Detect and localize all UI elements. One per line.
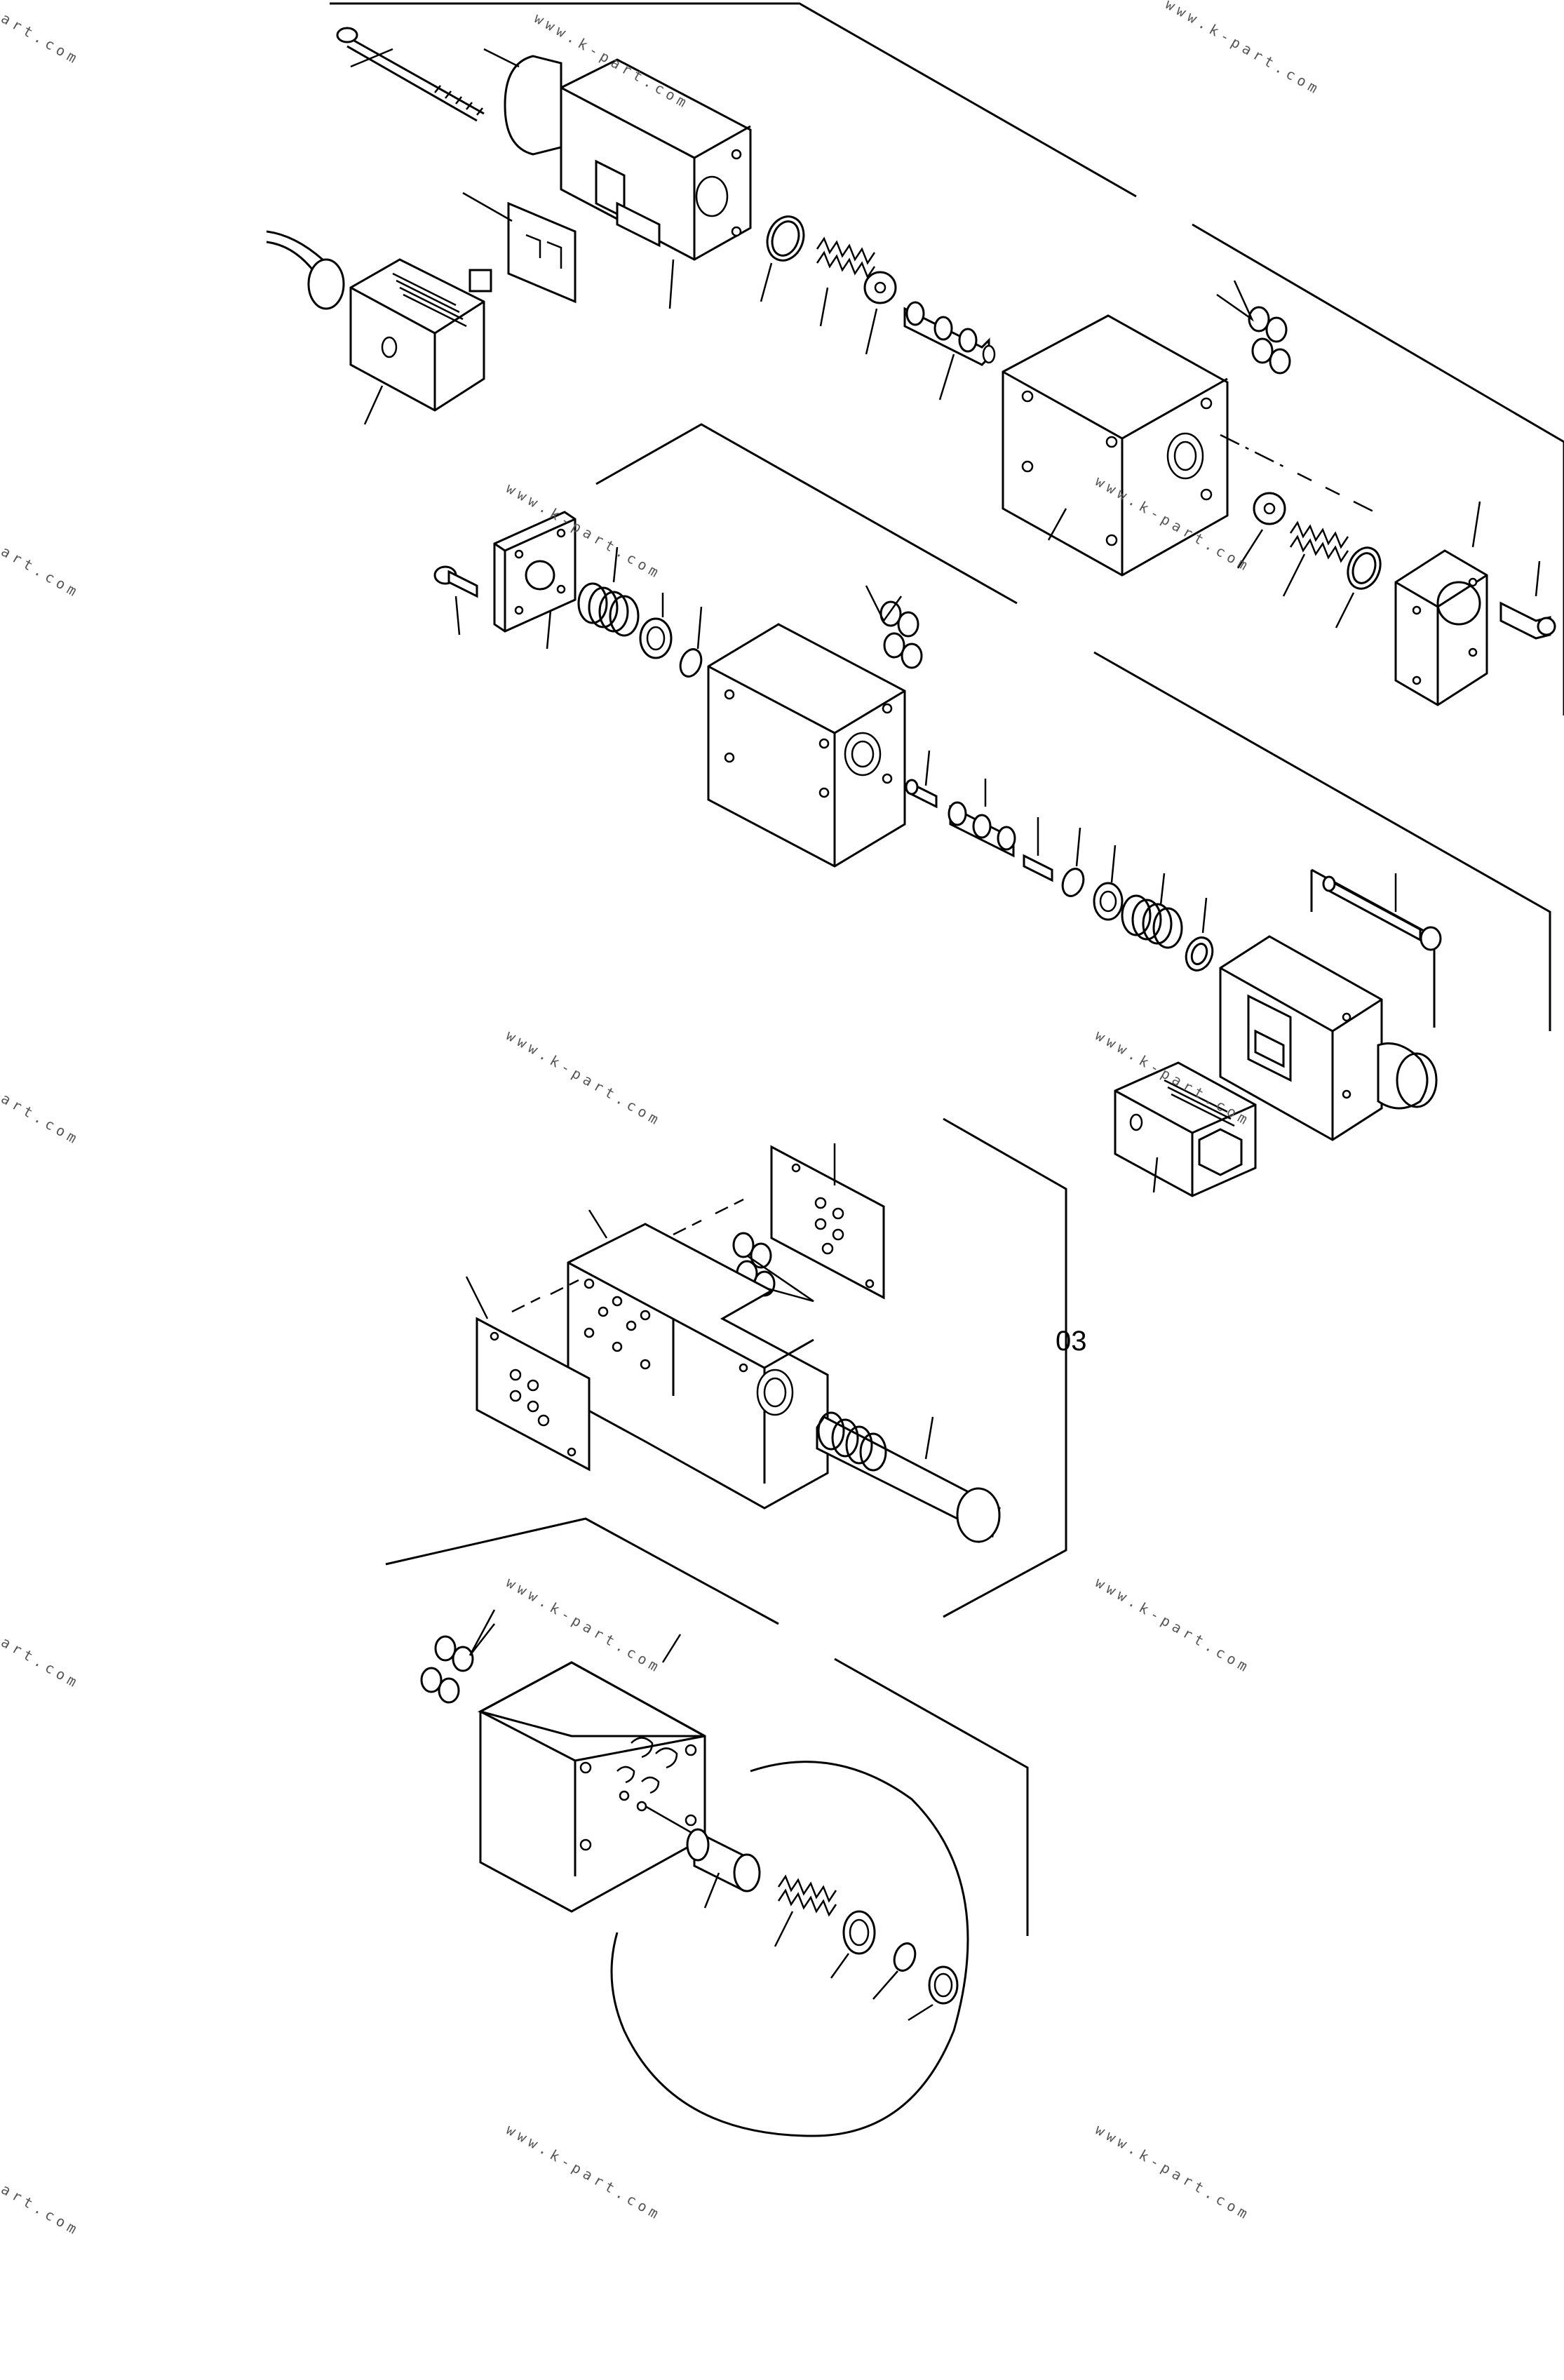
connector-plug-top <box>266 230 492 425</box>
top-solenoid-assembly <box>266 27 996 425</box>
long-bolt-top <box>336 27 485 122</box>
bottom-solenoid-assembly <box>1114 868 1442 1197</box>
watermark-text: art.com <box>0 10 83 69</box>
watermark-text: www.k-part.com <box>1093 1574 1255 1677</box>
reference-label: 03 <box>1056 1326 1087 1357</box>
valve-block-2 <box>707 623 906 868</box>
watermark-text: art.com <box>0 2181 83 2240</box>
spool-top <box>903 301 996 401</box>
o-ring-mid <box>679 606 703 678</box>
cover-plate-mid <box>493 511 577 650</box>
watermark-text: www.k-part.com <box>1163 0 1325 99</box>
gasket-plate-top <box>462 191 577 304</box>
middle-assembly <box>433 511 703 678</box>
watermark-text: art.com <box>0 543 83 602</box>
check-valve-assembly <box>420 1609 969 2137</box>
watermark-text: art.com <box>0 1090 83 1149</box>
spring-mid <box>577 546 640 637</box>
end-cap-group-1 <box>1220 433 1556 706</box>
watermark-text: www.k-part.com <box>504 2121 666 2224</box>
spool-parts-mid <box>905 750 1214 972</box>
watermark-text: www.k-part.com <box>504 1027 666 1130</box>
solenoid-body-top <box>483 48 752 309</box>
group-boundary-lines <box>330 2 1564 1936</box>
small-screw-mid <box>433 565 478 636</box>
o-ring-set-1 <box>1216 280 1291 375</box>
watermark-text: www.k-part.com <box>504 1574 666 1677</box>
watermark-text: art.com <box>0 1634 83 1693</box>
o-ring-top <box>760 215 805 302</box>
o-ring-set-2 <box>865 585 923 669</box>
collar-mid <box>639 593 673 659</box>
spring-top <box>816 236 876 327</box>
star-washer-top <box>863 271 897 355</box>
watermark-text: www.k-part.com <box>1093 2121 1255 2224</box>
relief-valve-assembly <box>465 1143 1001 1543</box>
valve-block-1 <box>1002 314 1229 577</box>
